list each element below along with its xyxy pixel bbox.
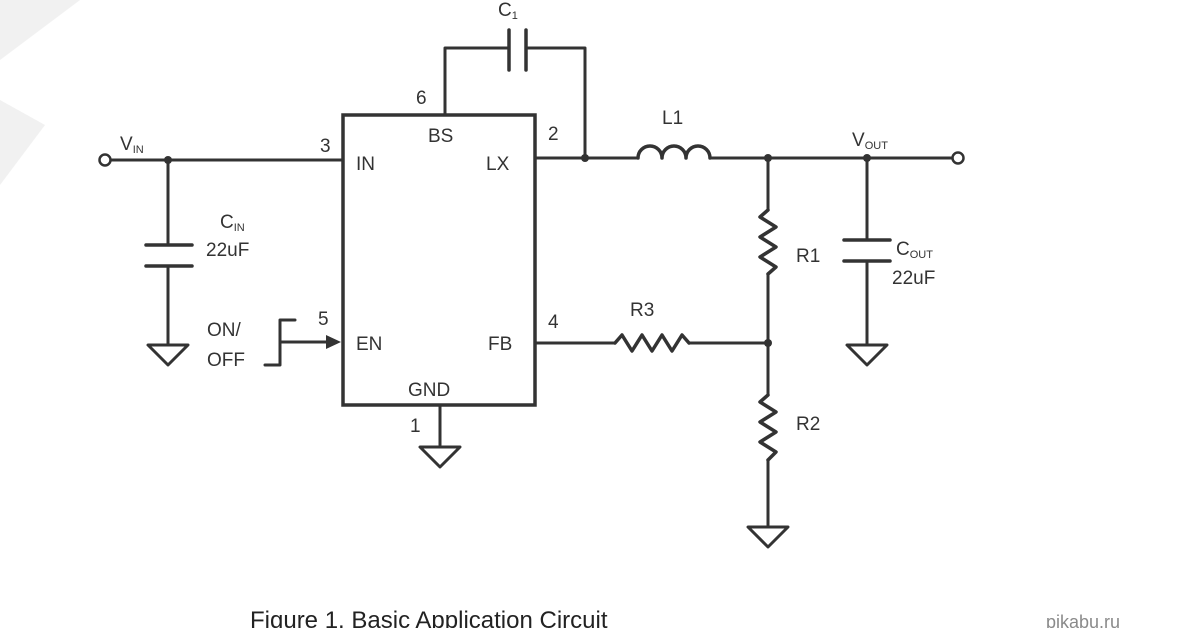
cin-value: 22uF <box>206 240 249 261</box>
pin-number-en: 5 <box>318 309 329 330</box>
figure-caption: Figure 1. Basic Application Circuit <box>250 607 608 628</box>
vin-label: VIN <box>120 134 144 156</box>
off-label: OFF <box>207 350 245 371</box>
cout-capacitor <box>842 156 892 367</box>
r3-label: R3 <box>630 300 654 321</box>
resistor-r3 <box>613 333 691 353</box>
source-credit: pikabu.ru <box>1046 612 1120 628</box>
on-off-input <box>263 318 341 367</box>
pin-name-en: EN <box>356 334 382 355</box>
cout-label: COUT <box>896 239 933 261</box>
vout-label: VOUT <box>852 130 888 152</box>
gnd-pin <box>418 403 462 469</box>
pin-number-in: 3 <box>320 136 331 157</box>
watermark-shape <box>0 0 80 185</box>
lx-net <box>533 144 965 165</box>
resistor-r1 <box>758 156 778 345</box>
vout-terminal <box>951 151 965 165</box>
fb-net <box>533 333 772 353</box>
pin-name-gnd: GND <box>408 380 450 401</box>
r1-label: R1 <box>796 246 820 267</box>
pin-number-bs: 6 <box>416 88 427 109</box>
resistor-r2 <box>746 341 790 549</box>
pin-name-fb: FB <box>488 334 512 355</box>
vin-net <box>98 153 345 167</box>
pin-number-fb: 4 <box>548 312 559 333</box>
pin-number-gnd: 1 <box>410 416 421 437</box>
ground-symbol-cout <box>845 343 889 367</box>
arrow-icon <box>326 335 341 349</box>
cin-label: CIN <box>220 212 245 234</box>
pin-name-lx: LX <box>486 154 510 175</box>
pin-name-in: IN <box>356 154 375 175</box>
cin-capacitor <box>144 158 194 367</box>
pin-name-bs: BS <box>428 126 453 147</box>
ground-symbol-ic <box>418 445 462 469</box>
c1-label: C1 <box>498 0 518 22</box>
bootstrap-c1 <box>443 28 587 160</box>
vin-terminal <box>98 153 112 167</box>
ground-symbol-cin <box>146 343 190 367</box>
r2-label: R2 <box>796 414 820 435</box>
on-label: ON/ <box>207 320 242 341</box>
l1-label: L1 <box>662 108 683 129</box>
pin-number-lx: 2 <box>548 124 559 145</box>
inductor-l1 <box>636 144 712 160</box>
cout-value: 22uF <box>892 268 935 289</box>
ground-symbol-r2 <box>746 525 790 549</box>
